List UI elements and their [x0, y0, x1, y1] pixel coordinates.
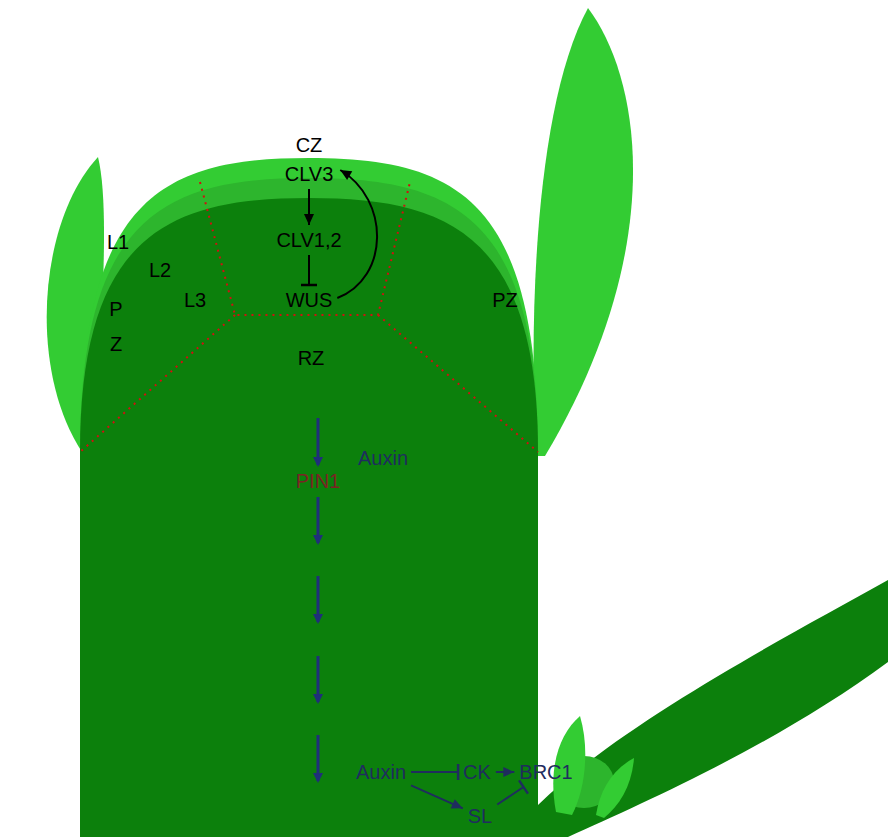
hormone-label: Auxin: [358, 446, 408, 470]
zone-label: CZ: [296, 133, 323, 157]
protein-label: PIN1: [296, 469, 340, 493]
hormone-label: CK: [461, 760, 493, 784]
arrow-head: [304, 214, 314, 225]
arrow-head: [503, 767, 514, 777]
arrow-head: [451, 799, 463, 808]
node-text: WUS: [286, 288, 333, 312]
zone-label: RZ: [298, 346, 325, 370]
layer-label: L3: [184, 288, 206, 312]
leaf: [534, 8, 633, 456]
hormone-label: Auxin: [354, 760, 408, 784]
connector-line: [337, 170, 377, 298]
gene-label: BRC1: [517, 760, 574, 784]
gene-label: CLV1,2: [274, 228, 343, 252]
node-text: SL: [468, 804, 492, 828]
bud-leaf: [596, 758, 634, 818]
inhibition-link: [411, 764, 458, 780]
leaf: [538, 580, 888, 837]
layer-l1: [80, 158, 538, 452]
inhibition-link: [497, 780, 528, 804]
gene-label: WUS: [284, 288, 335, 312]
connector-line: [411, 785, 463, 808]
connector-line: [411, 771, 458, 773]
layer-label: L2: [149, 258, 171, 282]
zone-boundary: [80, 182, 538, 452]
inhibition-link: [301, 255, 317, 285]
connector-line: [308, 255, 310, 285]
layer-l3: [80, 198, 538, 452]
layer-l2: [80, 178, 538, 452]
connector-line: [497, 787, 523, 805]
inhibition-head: [457, 764, 460, 780]
activation-link: [411, 785, 463, 808]
zone-label: PZ: [492, 288, 518, 312]
gene-label: CLV3: [283, 162, 336, 186]
node-text: CK: [463, 760, 491, 784]
activation-link: [304, 189, 314, 225]
node-text: Auxin: [356, 760, 406, 784]
activation-link: [337, 170, 377, 298]
node-text: CLV3: [285, 162, 334, 186]
layer-label: L1: [107, 230, 129, 254]
arrow-head: [340, 170, 352, 180]
hormone-label: SL: [466, 804, 494, 828]
stem: [80, 440, 538, 837]
node-text: CLV1,2: [276, 228, 341, 252]
node-text: BRC1: [519, 760, 572, 784]
activation-link: [496, 767, 514, 777]
inhibition-head: [301, 284, 317, 287]
zone-label: P Z: [109, 292, 123, 362]
